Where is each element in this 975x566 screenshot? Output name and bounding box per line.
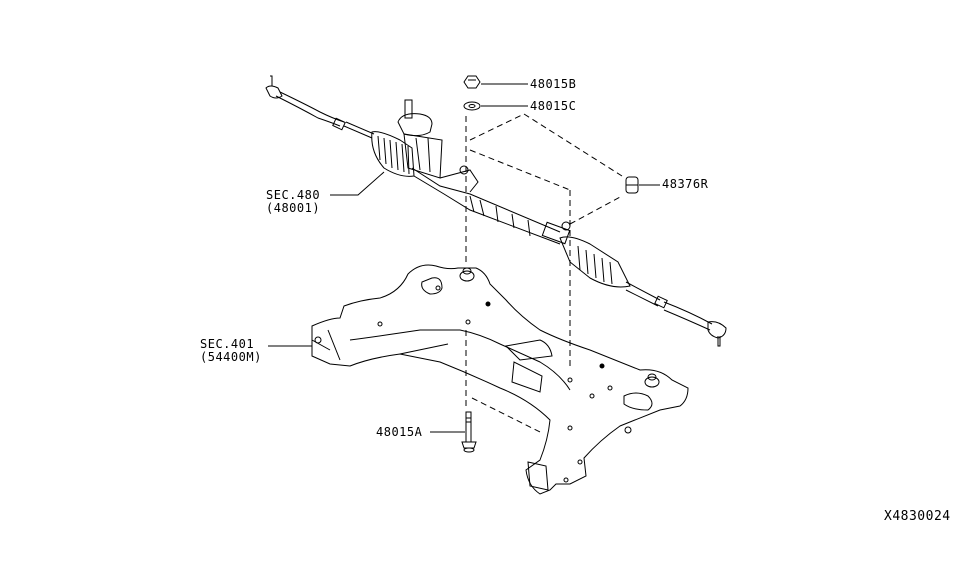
callout-48015c[interactable]: 48015C [530, 99, 577, 113]
bushing-48376r[interactable] [625, 176, 660, 194]
leader-lines [268, 171, 385, 347]
callout-48376r[interactable]: 48376R [662, 177, 709, 191]
callout-sec480-sub: (48001) [266, 201, 321, 215]
steering-gear-assembly[interactable] [265, 75, 727, 347]
guide-lines [465, 113, 623, 433]
callout-sec480[interactable]: SEC.480 [266, 188, 321, 202]
suspension-member[interactable] [311, 264, 689, 495]
bolt-48015a[interactable] [430, 411, 477, 453]
washer-48015c[interactable] [463, 101, 528, 111]
nut-48015b[interactable] [463, 75, 528, 89]
diagram-id: X4830024 [884, 509, 951, 524]
callout-sec401[interactable]: SEC.401 [200, 337, 255, 351]
callout-sec401-sub: (54400M) [200, 350, 262, 364]
callout-48015b[interactable]: 48015B [530, 77, 577, 91]
callout-48015a[interactable]: 48015A [376, 425, 423, 439]
